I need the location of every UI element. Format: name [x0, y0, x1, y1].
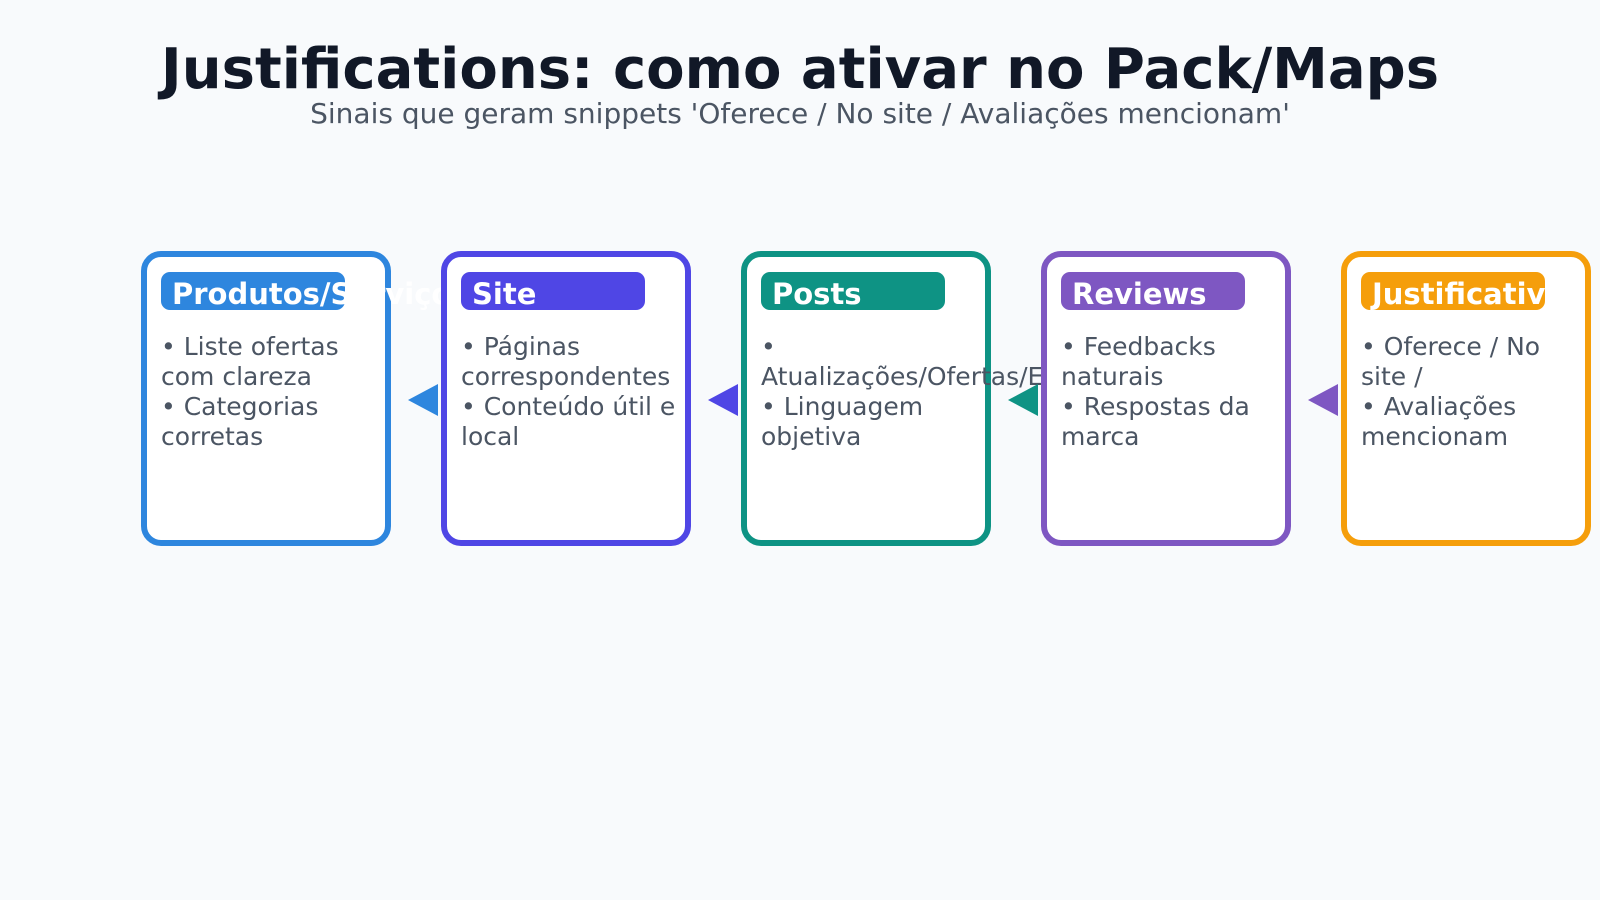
arrow-left-icon — [408, 384, 438, 416]
card-posts: Posts • Atualizações/Ofertas/Eventos • L… — [741, 251, 1127, 546]
card-header-bar — [461, 272, 645, 310]
card-header-bar — [761, 272, 945, 310]
arrow-left-icon — [1308, 384, 1338, 416]
card-justificativas: Justificativas • Oferece / No site / • A… — [1341, 251, 1591, 546]
card-title: Posts — [772, 277, 862, 311]
card-title: Produtos/Serviços — [172, 277, 469, 311]
card-reviews: Reviews • Feedbacks naturais • Respostas… — [1041, 251, 1291, 546]
card-header-bar — [1361, 272, 1545, 310]
card-title: Justificativas — [1372, 277, 1583, 311]
card-title: Reviews — [1072, 277, 1207, 311]
card-site: Site • Páginas correspondentes • Conteúd… — [441, 251, 691, 546]
card-body: • Páginas correspondentes • Conteúdo úti… — [461, 332, 676, 451]
arrow-left-icon — [708, 384, 738, 416]
card-header-bar — [161, 272, 345, 310]
page-title: Justifications: como ativar no Pack/Maps — [160, 37, 1440, 102]
card-produtos-servicos: Produtos/Serviços • Liste ofertas com cl… — [141, 251, 469, 546]
card-body: • Liste ofertas com clareza • Categorias… — [161, 332, 339, 451]
card-title: Site — [472, 277, 537, 311]
card-body: • Oferece / No site / • Avaliações menci… — [1361, 332, 1541, 451]
card-body: • Feedbacks naturais • Respostas da marc… — [1061, 332, 1250, 451]
arrow-left-icon — [1008, 384, 1038, 416]
card-header-bar — [1061, 272, 1245, 310]
page-subtitle: Sinais que geram snippets 'Oferece / No … — [310, 97, 1290, 130]
